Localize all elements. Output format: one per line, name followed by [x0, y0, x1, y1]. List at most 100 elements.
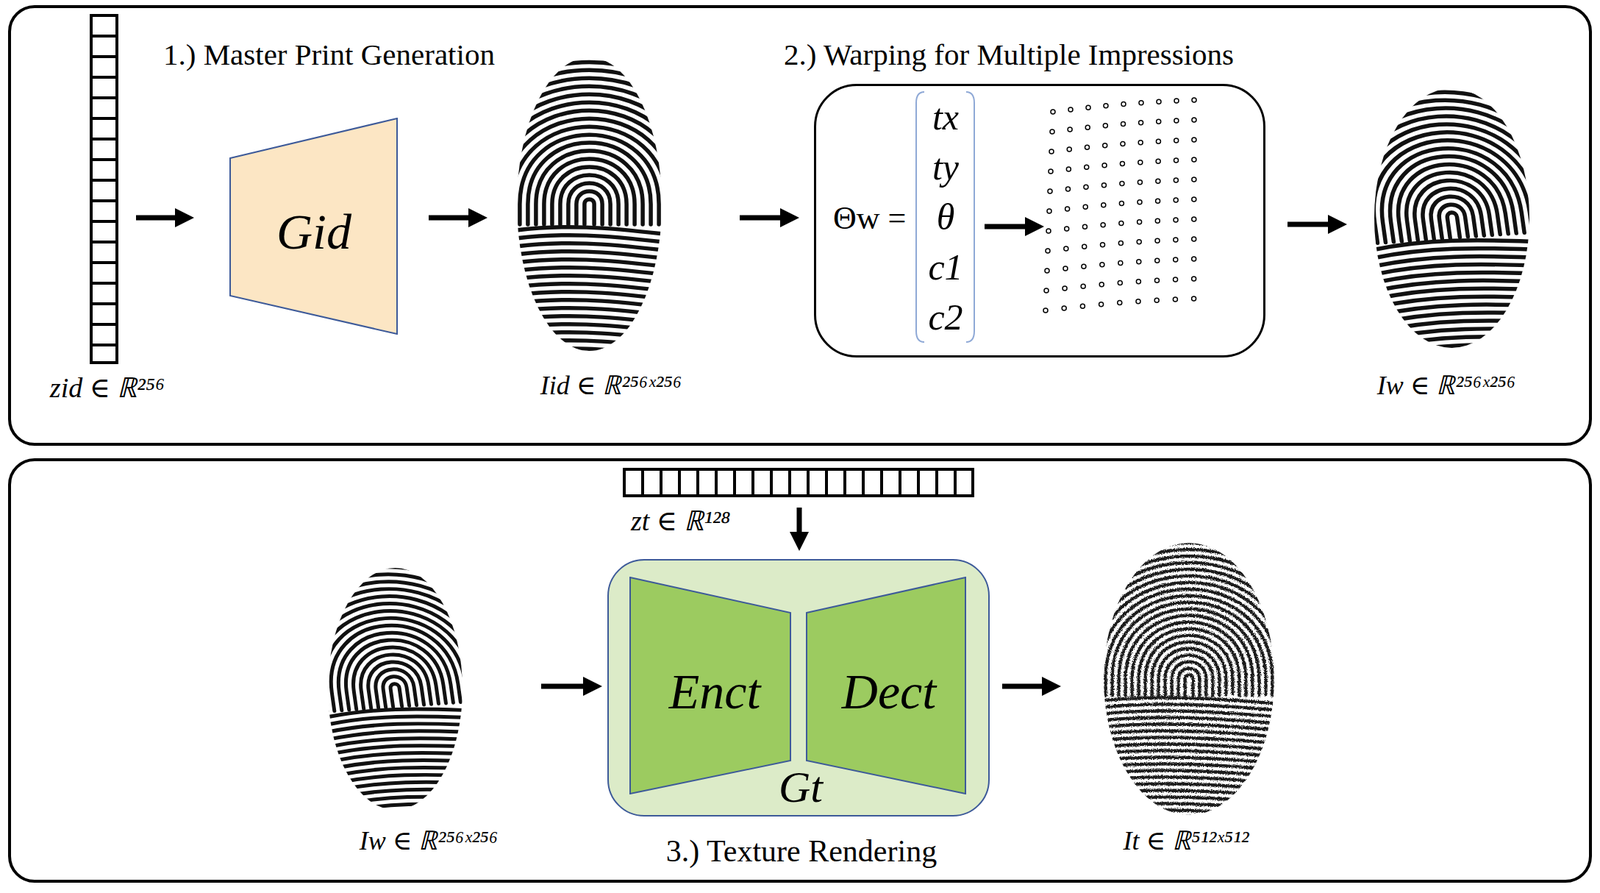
ridge-loop — [527, 142, 651, 225]
vector-bracket-left — [916, 91, 925, 342]
ridge-loop — [960, 450, 1419, 695]
stage-heading: 2.) Warping for Multiple Impressions — [783, 36, 1234, 73]
ridge-loop — [973, 463, 1406, 695]
ridge-line — [1087, 816, 1291, 825]
grid-dot — [1118, 261, 1123, 266]
ridge-loop — [255, 558, 520, 715]
grid-dot — [1191, 216, 1197, 222]
grid-dot — [1173, 257, 1178, 262]
ridge-loop — [511, 126, 667, 225]
ridge-loop — [1400, 169, 1500, 241]
grid-dot — [1120, 141, 1125, 147]
arrow-head — [789, 531, 809, 551]
fingerprint-node: Iw ∈ ℝ²⁵⁶ˣ²⁵⁶ — [1372, 86, 1531, 350]
grid-dot — [1172, 297, 1178, 302]
ridge-loop — [568, 183, 611, 225]
grid-dot — [1191, 117, 1197, 123]
ridge-loop — [1152, 641, 1227, 696]
ridge-loop — [1125, 615, 1253, 696]
ridge-loop — [1446, 212, 1460, 239]
grid-dot — [1066, 147, 1072, 152]
ridge-loop — [1145, 635, 1234, 696]
ridge-line — [322, 753, 490, 773]
ridge-loop — [1327, 100, 1565, 245]
ridge-loop — [389, 683, 402, 707]
ridge-loop — [503, 118, 675, 225]
ridge-loop — [374, 0, 805, 225]
arrow-head — [1327, 214, 1348, 234]
ridge-loop — [544, 158, 635, 225]
grid-dot — [1138, 160, 1143, 165]
ridge-line — [317, 725, 486, 745]
ridge-line — [328, 805, 497, 825]
arrow-shaft — [428, 215, 472, 221]
ridge-loop — [1409, 177, 1492, 240]
ridge-loop — [1198, 0, 1600, 253]
fingerprint-node: Iw ∈ ℝ²⁵⁶ˣ²⁵⁶ — [326, 566, 464, 812]
grid-dot — [1067, 127, 1073, 132]
grid-dot — [1102, 123, 1108, 128]
block-label: Dect — [841, 661, 937, 723]
fingerprint-image — [927, 416, 1452, 824]
ridge-loop — [1019, 509, 1359, 695]
ridge-loop — [1165, 655, 1214, 696]
stage-panel: 1.) Master Print Generation2.) Warping f… — [8, 5, 1592, 446]
ridge-loop — [479, 94, 700, 225]
fingerprint-node: Iid ∈ ℝ²⁵⁶ˣ²⁵⁶ — [515, 55, 664, 353]
grid-dot — [1191, 137, 1197, 142]
ridge-loop — [1253, 32, 1600, 250]
grid-dot — [1119, 181, 1125, 187]
grid-dot — [1191, 236, 1197, 242]
grid-dot — [1137, 180, 1142, 185]
ridge-loop — [1013, 502, 1366, 695]
flow-arrow — [136, 208, 195, 228]
grid-dot — [1065, 186, 1070, 192]
grid-dot — [1045, 248, 1050, 253]
ridge-loop — [155, 465, 608, 722]
ridge-loop — [933, 423, 1445, 695]
ridge-loop — [373, 667, 417, 708]
grid-dot — [1065, 206, 1070, 212]
ridge-loop — [1170, 0, 1600, 255]
tensor-label: Iid ∈ ℝ²⁵⁶ˣ²⁵⁶ — [540, 369, 682, 402]
ridge-line — [322, 761, 491, 781]
grid-dot — [1066, 166, 1071, 172]
ridge-line — [1369, 289, 1559, 312]
grid-dot — [1101, 183, 1106, 188]
ridges — [927, 416, 1452, 824]
ridge-clip-group — [927, 416, 1452, 824]
grid-dot — [1154, 297, 1159, 303]
block-label: Enct — [669, 661, 762, 723]
ridge-line — [1361, 233, 1550, 256]
ridge-loop — [230, 535, 542, 717]
ridge-loop — [1072, 562, 1306, 696]
grid-dot — [1044, 268, 1050, 273]
grid-dot — [1155, 218, 1160, 223]
ridge-loop — [471, 86, 708, 225]
ridge-loop — [1046, 536, 1333, 695]
grid-dot — [1121, 102, 1126, 107]
grid-dot — [1083, 184, 1089, 189]
grid-dot — [1080, 303, 1085, 309]
grid-dot — [1155, 138, 1161, 144]
grid-dot — [1119, 221, 1124, 226]
ridge-loop — [333, 0, 845, 225]
ridge-loop — [519, 134, 659, 225]
ridge-loop — [1180, 0, 1600, 255]
ridge-loop — [966, 456, 1412, 695]
ridge-loop — [1079, 569, 1300, 696]
ridge-loop — [364, 660, 424, 709]
grid-dot — [1049, 149, 1054, 154]
block-label: Θw = — [833, 199, 906, 239]
grid-dot — [1061, 305, 1067, 311]
grid-dot — [1083, 204, 1088, 209]
ridge-loop — [560, 175, 619, 225]
grid-dot — [1047, 208, 1052, 214]
ridge-line — [1365, 257, 1554, 279]
ridge-loop — [1299, 75, 1589, 248]
flow-arrow — [789, 507, 809, 551]
ridge-loop — [1244, 23, 1600, 250]
stage-heading: 3.) Texture Rendering — [666, 832, 937, 870]
ridge-line — [1372, 305, 1561, 328]
